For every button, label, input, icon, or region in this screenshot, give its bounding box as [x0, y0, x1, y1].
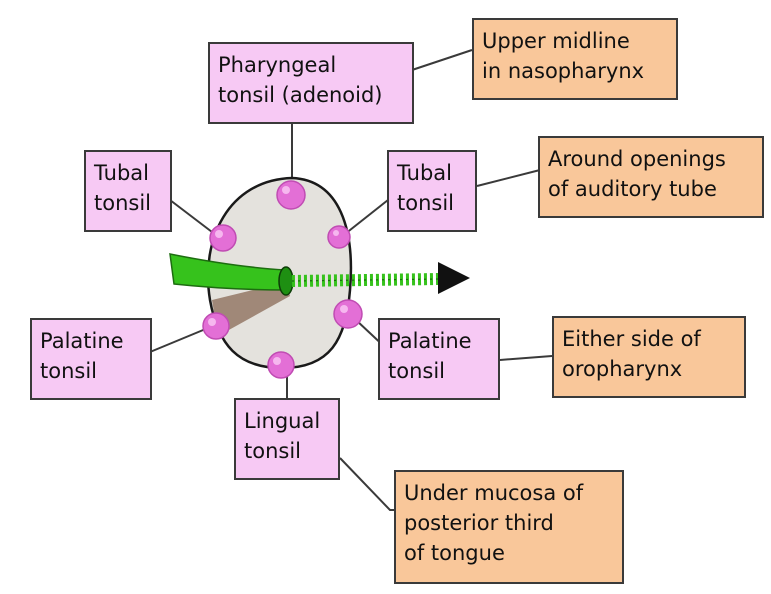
- label-tubal-tonsil-right: Tubal tonsil: [387, 150, 477, 232]
- tonsil-node-highlights: [208, 186, 348, 365]
- label-tubal-tonsil-left: Tubal tonsil: [84, 150, 172, 232]
- label-text-line: Palatine: [388, 329, 472, 353]
- description-text-line: in nasopharynx: [482, 59, 645, 83]
- tubal-tonsil-node-left: [209, 224, 237, 252]
- label-palatine-tonsil-right: Palatine tonsil: [378, 318, 500, 400]
- label-text-line: tonsil: [244, 439, 302, 463]
- description-text-line: Around openings: [548, 147, 726, 171]
- pharyngeal-tonsil-node: [276, 180, 306, 210]
- label-text-line: Lingual: [244, 409, 321, 433]
- tube-opening: [278, 266, 294, 296]
- label-text-line: Pharyngeal: [218, 53, 337, 77]
- connector-palatine-description: [499, 355, 553, 361]
- label-text-line: tonsil: [397, 191, 455, 215]
- label-text-line: Palatine: [40, 329, 124, 353]
- description-tubal: Around openings of auditory tube: [538, 136, 764, 218]
- description-text-line: posterior third: [404, 511, 554, 535]
- palatine-tonsil-node-right: [333, 299, 363, 329]
- description-text-line: oropharynx: [562, 357, 683, 381]
- tubal-tonsil-node-right: [327, 225, 351, 249]
- connector-tubal-description: [476, 169, 541, 187]
- description-text-line: Either side of: [562, 327, 701, 351]
- label-pharyngeal-tonsil: Pharyngeal tonsil (adenoid): [208, 42, 414, 124]
- label-text-line: tonsil: [388, 359, 446, 383]
- lingual-tonsil-node: [267, 351, 295, 379]
- palatine-tonsil-node-left: [202, 312, 230, 340]
- label-text-line: tonsil: [94, 191, 152, 215]
- description-palatine: Either side of oropharynx: [552, 316, 746, 398]
- connector-pharyngeal-description: [411, 49, 473, 71]
- connector-tubal-right: [344, 199, 389, 235]
- description-pharyngeal: Upper midline in nasopharynx: [472, 18, 678, 100]
- description-lingual: Under mucosa of posterior third of tongu…: [394, 470, 624, 584]
- oral-cavity-shading: [212, 282, 290, 336]
- description-text-line: Under mucosa of: [404, 481, 584, 505]
- arrow-head: [438, 262, 470, 294]
- label-text-line: tonsil (adenoid): [218, 83, 383, 107]
- description-text-line: of tongue: [404, 541, 505, 565]
- connector-tubal-left: [169, 199, 213, 233]
- connector-lingual-description: [339, 457, 394, 511]
- label-text-line: tonsil: [40, 359, 98, 383]
- tube-dotted-core: [291, 278, 441, 282]
- label-text-line: Tubal: [397, 161, 452, 185]
- label-text-line: Tubal: [94, 161, 149, 185]
- label-palatine-tonsil-left: Palatine tonsil: [30, 318, 152, 400]
- description-text-line: of auditory tube: [548, 177, 717, 201]
- label-lingual-tonsil: Lingual tonsil: [234, 398, 340, 480]
- description-text-line: Upper midline: [482, 29, 630, 53]
- connector-palatine-left: [149, 327, 209, 353]
